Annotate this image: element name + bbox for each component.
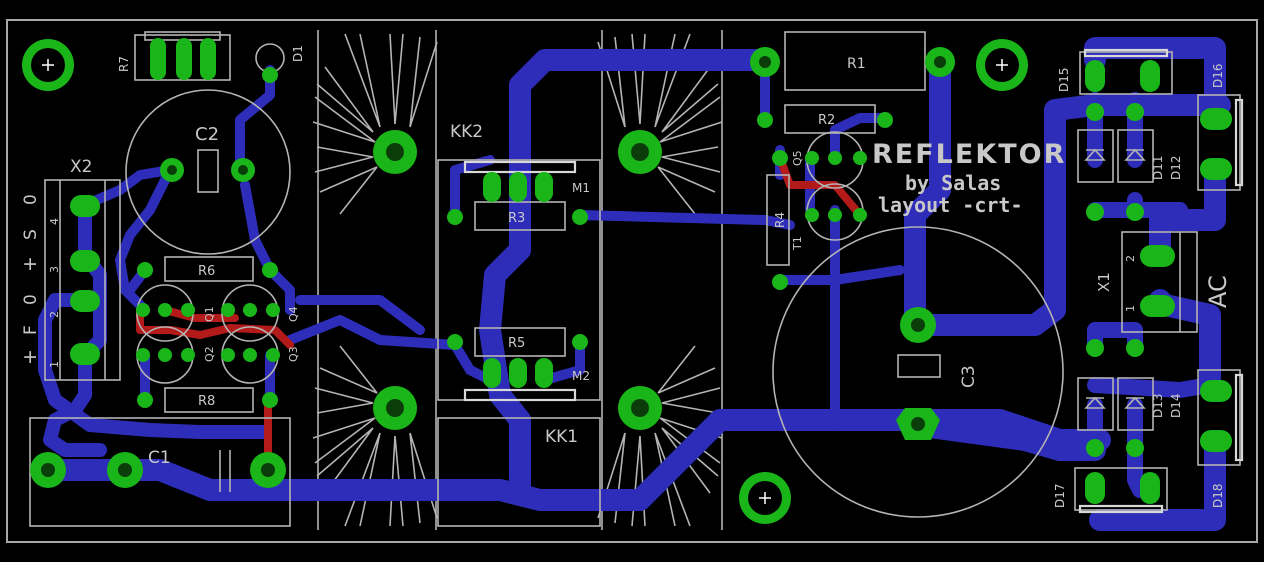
x2-label-plus-top: +: [19, 256, 41, 272]
x1-pin-1: 1: [1124, 305, 1137, 312]
label-X1: X1: [1095, 272, 1113, 292]
label-Q3: Q3: [287, 346, 300, 362]
x1-pin-2: 2: [1124, 255, 1137, 262]
x2-pin-1: 1: [48, 361, 61, 368]
top-copper-traces: [136, 154, 864, 474]
label-M1: M1: [572, 181, 590, 195]
label-D18: D18: [1211, 483, 1225, 508]
bottom-copper-traces: [38, 37, 1231, 531]
x2-pin-4: 4: [48, 218, 61, 225]
board-outline: [6, 19, 1258, 543]
label-R3: R3: [508, 211, 525, 226]
silkscreen-outlines: [29, 31, 1244, 527]
label-D11: D11: [1151, 155, 1165, 180]
label-R2: R2: [818, 113, 835, 128]
label-KK1: KK1: [545, 427, 578, 447]
x2-pin-2: 2: [48, 311, 61, 318]
label-KK2: KK2: [450, 122, 483, 142]
label-M2: M2: [572, 369, 590, 383]
x2-label-0-bottom: 0: [21, 294, 41, 305]
mounting-hole: [22, 39, 74, 91]
label-Q5: Q5: [791, 150, 804, 166]
label-R6: R6: [198, 264, 215, 279]
board-title: REFLEKTOR: [872, 139, 1066, 170]
label-D13: D13: [1151, 393, 1165, 418]
label-R4: R4: [773, 212, 787, 228]
board-layout-credit: layout -crt-: [878, 193, 1023, 217]
mounting-hole: [739, 472, 791, 524]
board-author: by Salas: [905, 171, 1001, 195]
pads: [22, 38, 1232, 524]
mounting-hole: [976, 39, 1028, 91]
x2-label-plus-bottom: +: [19, 349, 41, 365]
heatsink-right: [597, 30, 723, 530]
label-D15: D15: [1057, 67, 1071, 92]
label-R8: R8: [198, 394, 215, 409]
x2-label-0-top: 0: [21, 194, 41, 205]
label-C1: C1: [148, 448, 171, 468]
label-AC: AC: [1204, 275, 1232, 308]
label-D16: D16: [1211, 63, 1225, 88]
label-C2: C2: [195, 124, 219, 145]
x2-pin-3: 3: [48, 266, 61, 273]
label-R1: R1: [847, 56, 866, 72]
x2-label-S: S: [21, 229, 41, 240]
heatsink-left: [312, 30, 438, 530]
label-R7: R7: [117, 56, 131, 72]
label-D14: D14: [1169, 393, 1183, 418]
label-Q4: Q4: [287, 306, 300, 322]
label-Q2: Q2: [203, 346, 216, 362]
label-C3: C3: [959, 365, 979, 388]
x2-label-F: F: [21, 325, 41, 335]
label-D1: D1: [291, 45, 305, 62]
label-D12: D12: [1169, 155, 1183, 180]
component-labels: X2 C2 C1 R6 R8 R7 D1 Q1 Q2 Q3 Q4 KK2 KK1…: [19, 45, 1232, 508]
label-D17: D17: [1053, 483, 1067, 508]
label-X2: X2: [70, 157, 92, 177]
label-Q1: Q1: [203, 306, 216, 322]
label-T1: T1: [791, 236, 804, 251]
label-R5: R5: [508, 336, 525, 351]
